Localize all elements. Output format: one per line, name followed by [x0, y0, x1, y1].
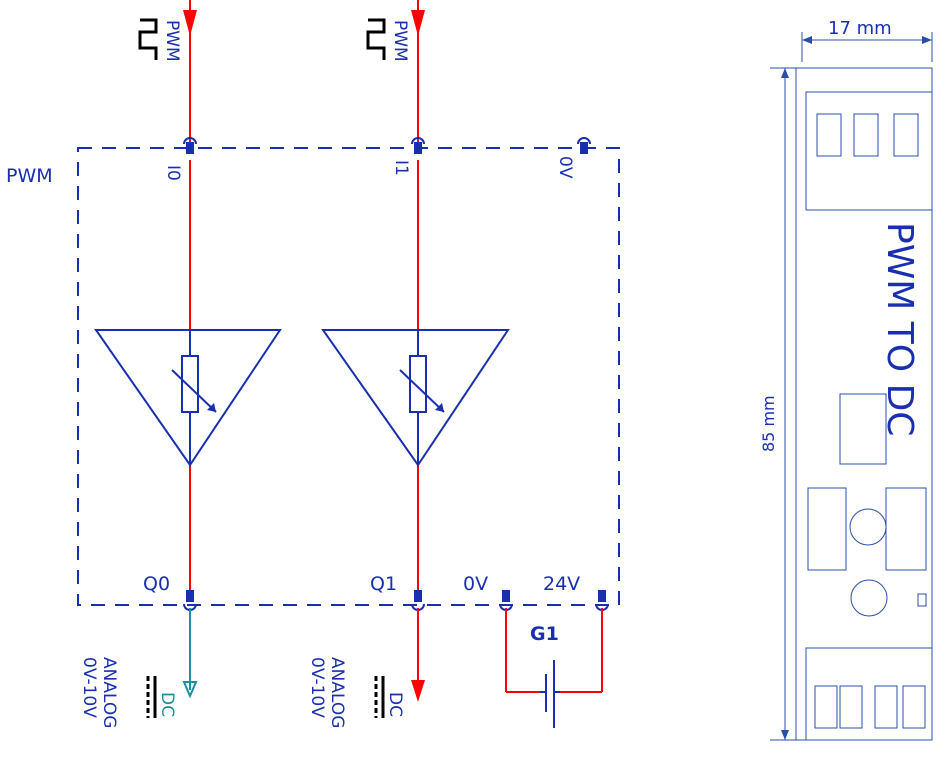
channel-1: PWM I1 Q1 0V-10V ANALOG DC: [307, 0, 510, 728]
top-0v-label: 0V: [555, 156, 575, 179]
top-terminal-block: [805, 91, 933, 211]
module-label: PWM: [6, 165, 53, 187]
input-signal-label-1: PWM: [390, 20, 410, 62]
output-terminal-pin-1[interactable]: [411, 589, 425, 611]
variable-resistor-icon: [409, 355, 427, 413]
width-dimension-label: 17 mm: [828, 18, 892, 39]
power-0v-pin[interactable]: [499, 589, 513, 611]
input-arrow-1: [411, 10, 425, 36]
bottom-terminal-block: [805, 647, 933, 741]
pwm-pulse-icon: [366, 18, 386, 62]
power-0v-label: 0V: [463, 573, 488, 595]
device-label: PWM TO DC: [879, 222, 920, 436]
module-boundary: [77, 147, 620, 606]
output-arrow-1: [411, 680, 425, 702]
dc-symbol-icon: [374, 676, 385, 718]
output-terminal-label-1: Q1: [370, 573, 397, 595]
led-indicator-icon: [917, 593, 927, 607]
converter-triangle-1: [321, 329, 510, 467]
power-24v-pin[interactable]: [595, 589, 609, 611]
output-dc-label-1: DC: [385, 692, 405, 717]
output-terminal-pin-0[interactable]: [183, 589, 197, 611]
power-24v-label: 24V: [543, 573, 580, 595]
pwm-pulse-icon: [138, 18, 158, 62]
output-dc-label-0: DC: [157, 692, 177, 717]
output-type-label-0: ANALOG: [99, 657, 119, 728]
battery-icon: [545, 660, 555, 728]
output-arrow-0: [182, 681, 198, 699]
power-supply-section: 0V 24V G1: [463, 573, 609, 728]
height-dimension-label: 85 mm: [759, 395, 778, 452]
top-0v-terminal-pin[interactable]: [577, 137, 591, 155]
potentiometer-icon: [850, 579, 888, 617]
output-range-label-1: 0V-10V: [307, 657, 327, 718]
input-terminal-label-1: I1: [391, 160, 411, 176]
dimension-view: 17 mm 85 mm PWM TO DC: [759, 18, 933, 741]
converter-triangle-0: [94, 329, 282, 467]
potentiometer-icon: [849, 508, 887, 546]
input-signal-label-0: PWM: [162, 20, 182, 62]
dc-symbol-icon: [146, 676, 157, 718]
output-type-label-1: ANALOG: [327, 657, 347, 728]
output-terminal-label-0: Q0: [143, 573, 170, 595]
variable-resistor-icon: [181, 355, 199, 413]
input-arrow-0: [183, 10, 197, 36]
input-terminal-label-0: I0: [163, 165, 183, 181]
supply-label: G1: [530, 623, 559, 645]
component-block: [839, 393, 887, 465]
channel-0: PWM I0 Q0 0V-10V ANALOG DC: [79, 0, 282, 728]
output-range-label-0: 0V-10V: [79, 657, 99, 718]
